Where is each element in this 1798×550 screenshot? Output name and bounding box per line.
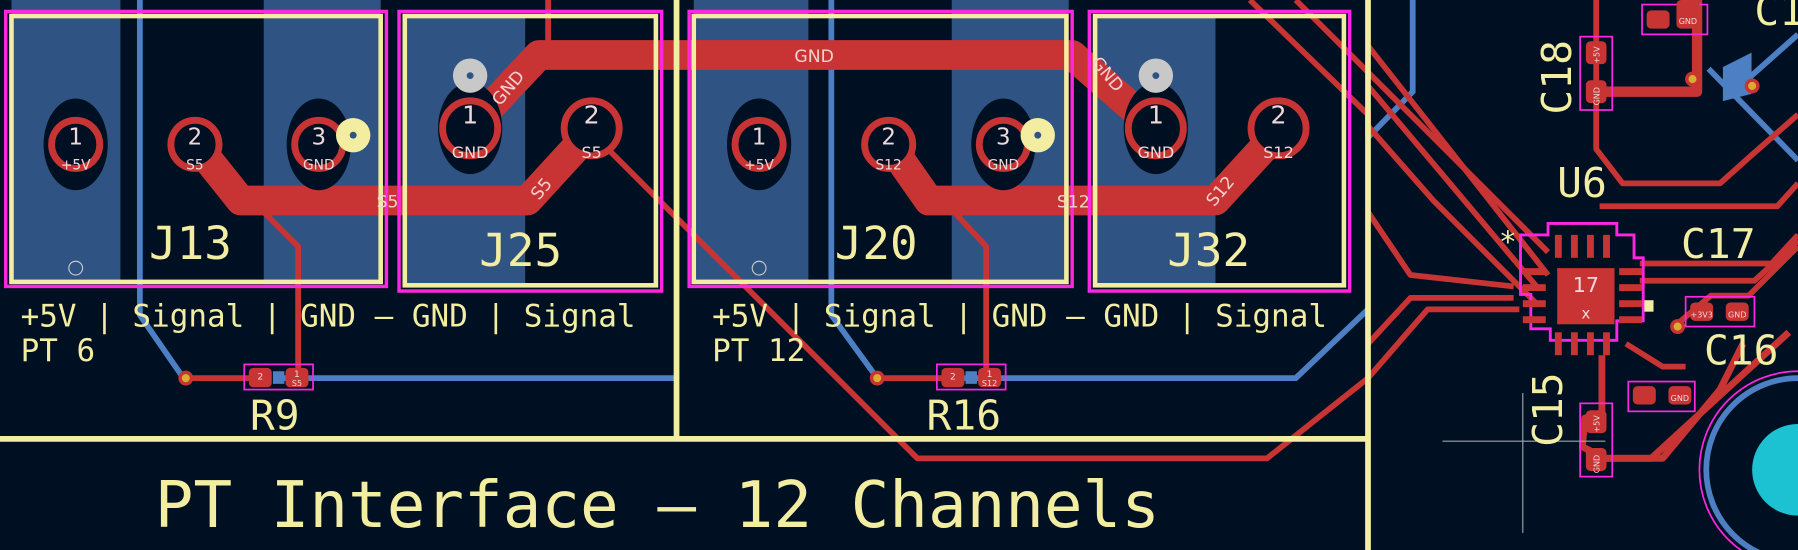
ic-u6[interactable]: 17 x * — [1499, 225, 1654, 356]
ref-j13: J13 — [149, 216, 232, 270]
pad-net: GND — [1671, 394, 1689, 403]
j32-pad-1 — [1124, 97, 1187, 160]
courtyards — [4, 3, 1798, 550]
group-pt-label: PT 6 — [21, 333, 96, 369]
capacitors[interactable] — [1585, 0, 1749, 471]
pad-net: GND — [1728, 310, 1746, 319]
j13-pad-2 — [167, 116, 223, 172]
pad-net: S12 — [982, 379, 997, 388]
silkscreen-lines — [0, 0, 1371, 550]
back-copper-traces — [137, 0, 1798, 381]
pad-net: +5V — [61, 158, 91, 174]
ref-c18: C18 — [1533, 40, 1581, 114]
j25-pad-1 — [439, 97, 502, 160]
pad-net: +5V — [1593, 415, 1602, 433]
pad-net: GND — [303, 158, 335, 174]
pad-number: 2 — [1271, 101, 1287, 130]
ic-pad-net: x — [1581, 305, 1590, 323]
pad-net: S12 — [876, 158, 902, 174]
pad-number: 1 — [1148, 101, 1164, 130]
pad-number: 3 — [996, 124, 1011, 150]
ref-c15: C15 — [1524, 372, 1572, 446]
ref-c19: C19 — [1754, 0, 1798, 35]
pad-net: GND — [1593, 455, 1602, 473]
front-copper-traces — [183, 0, 1798, 462]
j20-pad-2 — [861, 116, 917, 172]
ref-r16: R16 — [927, 392, 1002, 440]
j20-pad-1 — [731, 116, 787, 172]
pad-net: GND — [1593, 87, 1602, 105]
ref-c16: C16 — [1704, 326, 1779, 374]
pad-number: 1 — [752, 124, 767, 150]
ref-j25: J25 — [479, 223, 562, 277]
pad-net: S5 — [186, 158, 203, 174]
pad-number: 2 — [950, 371, 956, 382]
pad-number: 1 — [987, 369, 993, 380]
ref-c17: C17 — [1681, 220, 1756, 268]
ref-r9: R9 — [250, 392, 300, 440]
resistor-r9[interactable]: 2 1 S5 — [248, 367, 309, 388]
pin1-marker: * — [1499, 225, 1517, 260]
pad-net: S12 — [1263, 143, 1294, 162]
pad-net: S5 — [292, 379, 302, 388]
pad-number: 1 — [462, 101, 478, 130]
trace-net-label: S12 — [1057, 192, 1090, 212]
pad-number: 2 — [584, 101, 600, 130]
ref-u6: U6 — [1557, 159, 1607, 207]
pad-net: +3V3 — [1690, 310, 1712, 319]
vias — [178, 71, 1760, 386]
group-pt-label: PT 12 — [712, 333, 805, 369]
pad-net: GND — [1679, 17, 1697, 26]
pad-net: GND — [1137, 143, 1174, 162]
pad-number: 1 — [294, 369, 300, 380]
pad-number: 1 — [68, 124, 83, 150]
pad-number: 2 — [188, 124, 203, 150]
pad-number: 2 — [881, 124, 896, 150]
trace-net-label: GND — [794, 47, 833, 67]
crosshair-marker — [1442, 393, 1606, 533]
group-label: +5V | Signal | GND — GND | Signal — [712, 299, 1327, 335]
ref-j32: J32 — [1167, 223, 1250, 277]
ic-pad-number: 17 — [1573, 273, 1599, 297]
ref-j20: J20 — [835, 216, 918, 270]
pad-net: S5 — [581, 143, 601, 162]
j13-pad-1 — [48, 116, 104, 172]
j25-pad-2 — [560, 97, 623, 160]
pad-net: GND — [452, 143, 489, 162]
resistor-r16[interactable]: 2 1 S12 — [941, 367, 1002, 388]
j32-pad-2 — [1247, 97, 1310, 160]
pad-net: +5V — [1593, 46, 1602, 64]
pad-number: 3 — [311, 124, 326, 150]
mounting-hole-ring — [1703, 375, 1798, 550]
group-label: +5V | Signal | GND — GND | Signal — [21, 299, 636, 335]
mounting-pegs — [68, 58, 1174, 276]
pad-net: +5V — [744, 158, 774, 174]
pad-number: 2 — [257, 371, 263, 382]
board-title: PT Interface — 12 Channels — [155, 468, 1160, 543]
trace-net-label: S5 — [377, 192, 399, 212]
pad-net: GND — [988, 158, 1020, 174]
mounting-hole[interactable] — [1752, 423, 1798, 516]
tht-pads[interactable] — [48, 97, 1310, 172]
